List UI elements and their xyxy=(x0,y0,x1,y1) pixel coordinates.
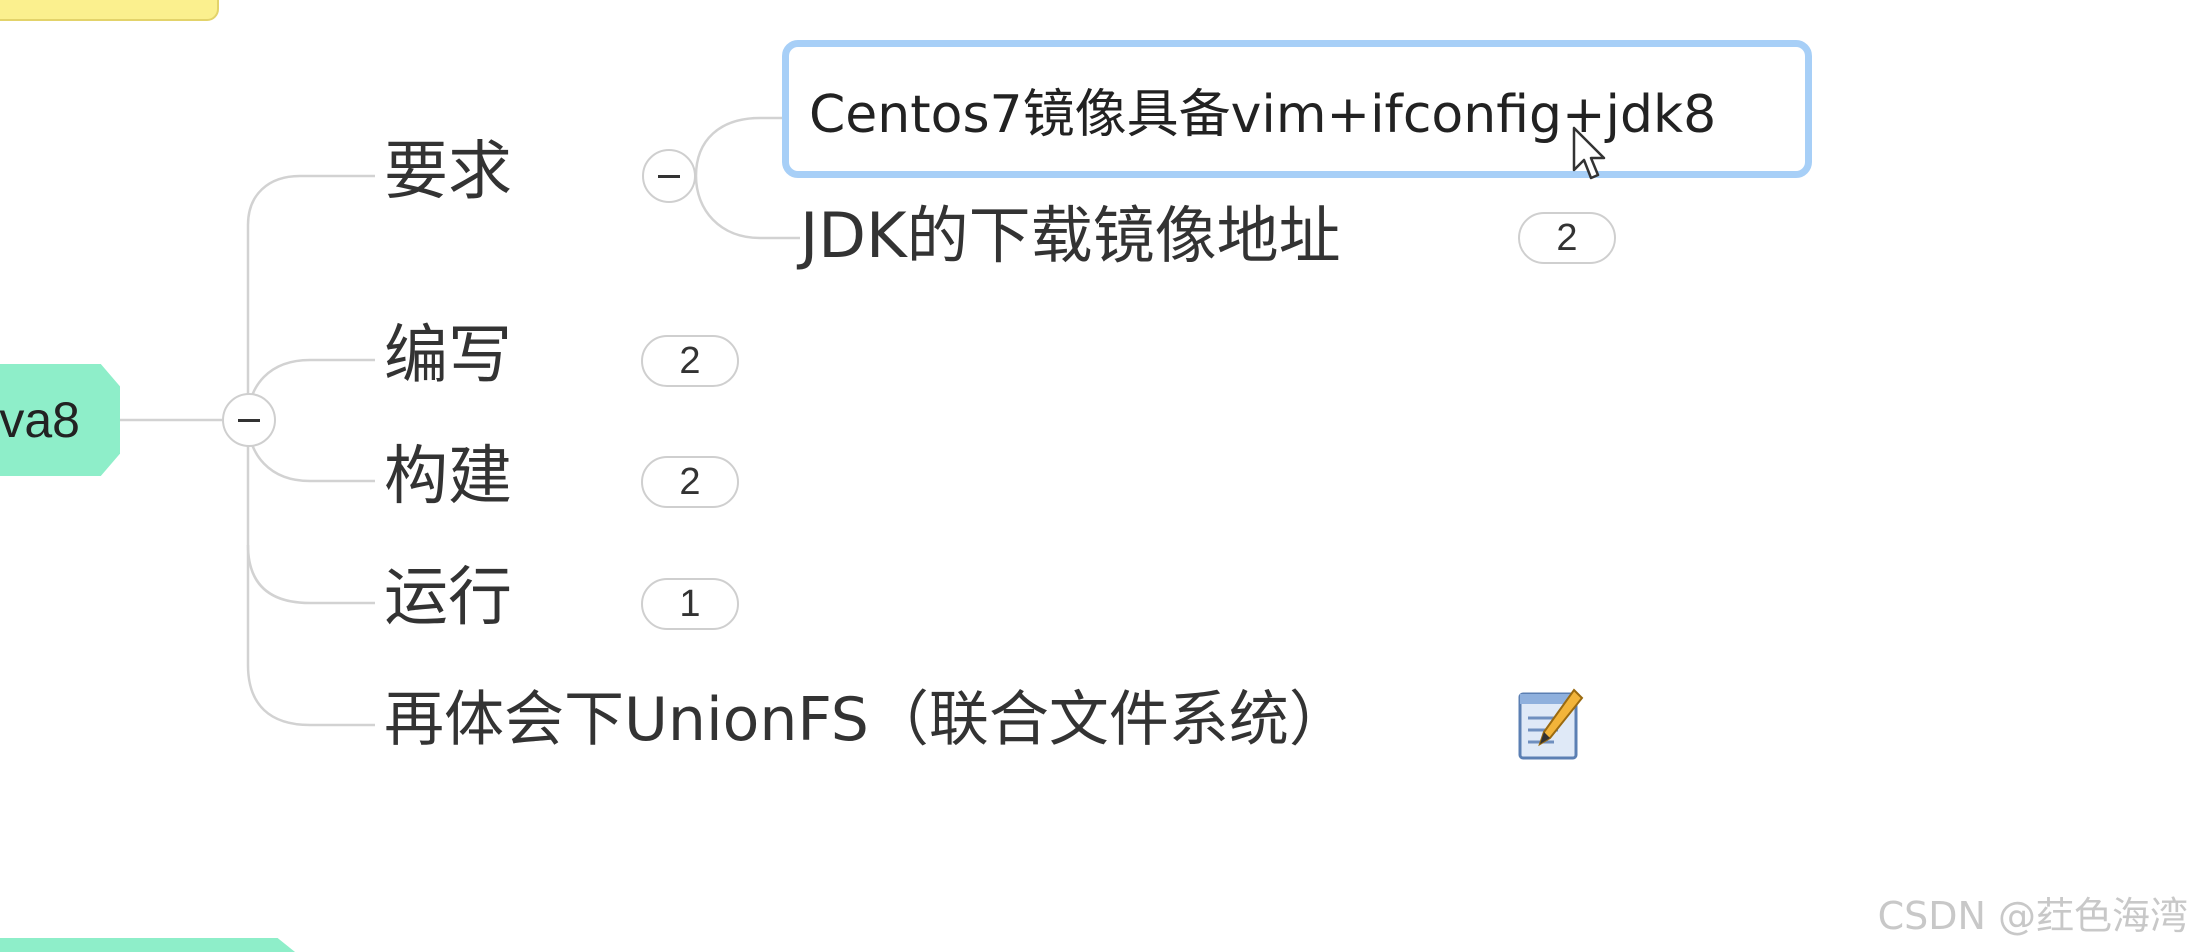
goujian-count-badge[interactable]: 2 xyxy=(641,456,739,508)
req-connector-upper xyxy=(694,116,784,177)
branch-bianxie[interactable]: 编写 xyxy=(384,319,512,393)
selected-topic-centos7[interactable]: Centos7镜像具备vim+ifconfig+jdk8 xyxy=(782,40,1812,178)
branch-trunk xyxy=(246,174,375,420)
branch-connector-yunxing xyxy=(246,420,375,605)
jdk-mirror-count-badge[interactable]: 2 xyxy=(1518,212,1616,264)
selected-topic-label: Centos7镜像具备vim+ifconfig+jdk8 xyxy=(809,84,1717,145)
notepad-icon[interactable] xyxy=(1516,686,1584,762)
topic-jdk-mirror[interactable]: JDK的下载镜像地址 xyxy=(800,199,1341,272)
watermark: CSDN @荭色海湾 xyxy=(1877,894,2188,938)
root-topic[interactable]: va8 xyxy=(0,364,120,476)
root-collapse-button[interactable] xyxy=(222,393,276,447)
branch-goujian[interactable]: 构建 xyxy=(384,440,512,514)
branch-unionfs[interactable]: 再体会下UnionFS（联合文件系统） xyxy=(384,685,1349,755)
branch-yunxing[interactable]: 运行 xyxy=(384,561,512,635)
sibling-topic-green[interactable] xyxy=(0,938,300,952)
root-topic-label: va8 xyxy=(0,392,80,448)
minus-icon xyxy=(238,418,260,422)
branch-yaoqiu[interactable]: 要求 xyxy=(384,135,512,209)
yaoqiu-collapse-button[interactable] xyxy=(642,149,696,203)
yunxing-count-badge[interactable]: 1 xyxy=(641,578,739,630)
mouse-cursor-icon xyxy=(1572,126,1606,180)
minus-icon xyxy=(658,174,680,178)
req-connector-lower xyxy=(694,175,800,240)
branch-connector-unionfs xyxy=(246,545,375,727)
bianxie-count-badge[interactable]: 2 xyxy=(641,335,739,387)
parent-topic-yellow[interactable] xyxy=(0,0,219,21)
